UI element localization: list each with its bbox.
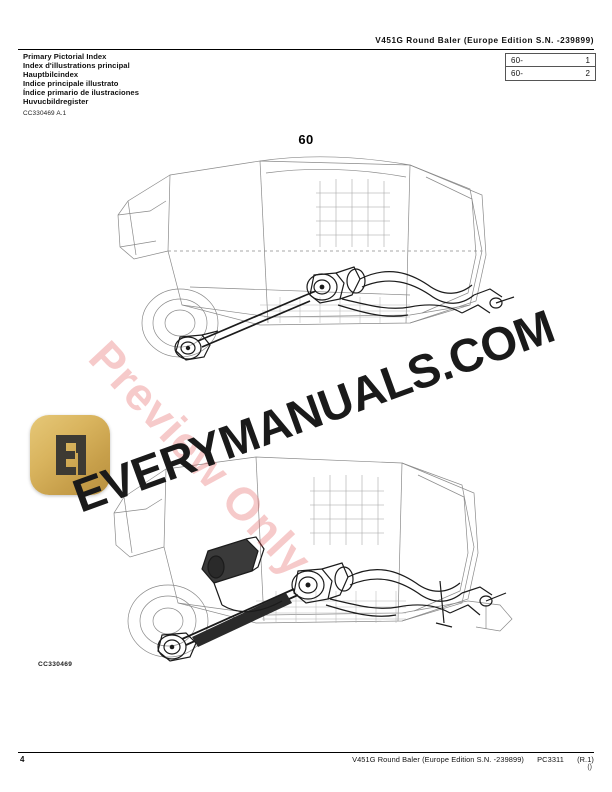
baler-illustration-bottom xyxy=(96,455,536,670)
footer-page-number: 4 xyxy=(20,755,25,764)
page-header-title: V451G Round Baler (Europe Edition S.N. -… xyxy=(375,36,594,45)
header-divider xyxy=(18,49,594,51)
page-reference-box: 60- 1 60- 2 xyxy=(505,53,596,81)
reference-section: 60- xyxy=(511,69,524,79)
figure-code-label: CC330469 A.1 xyxy=(23,110,67,117)
footer-divider xyxy=(18,752,594,754)
baler-illustration-top xyxy=(110,155,540,370)
index-title-sv: Huvucbildregister xyxy=(23,96,89,106)
reference-section: 60- xyxy=(511,55,524,65)
index-title-it: Indice principale illustrato xyxy=(23,78,119,88)
illustration-caption: CC330469 xyxy=(38,661,73,668)
index-title-list: Primary Pictorial Index Index d'illustra… xyxy=(23,52,139,106)
figure-number: 60 xyxy=(298,132,314,147)
index-title-en: Primary Pictorial Index xyxy=(23,52,107,61)
footer-catalog-number: PC3311 xyxy=(537,755,564,764)
footer-title: V451G Round Baler (Europe Edition S.N. -… xyxy=(352,755,524,764)
reference-row[interactable]: 60- 2 xyxy=(506,66,595,79)
reference-item: 2 xyxy=(585,69,590,79)
footer-revision: (R.1) xyxy=(577,755,594,764)
footer-info: V451G Round Baler (Europe Edition S.N. -… xyxy=(352,755,594,764)
index-title-de: Hauptbilcindex xyxy=(23,69,79,79)
index-title-fr: Index d'illustrations principal xyxy=(23,60,130,70)
reference-item: 1 xyxy=(585,55,590,65)
index-title-es: Índice primario de ilustraciones xyxy=(23,87,139,97)
reference-row[interactable]: 60- 1 xyxy=(506,54,595,66)
footer-mark: () xyxy=(587,764,592,771)
